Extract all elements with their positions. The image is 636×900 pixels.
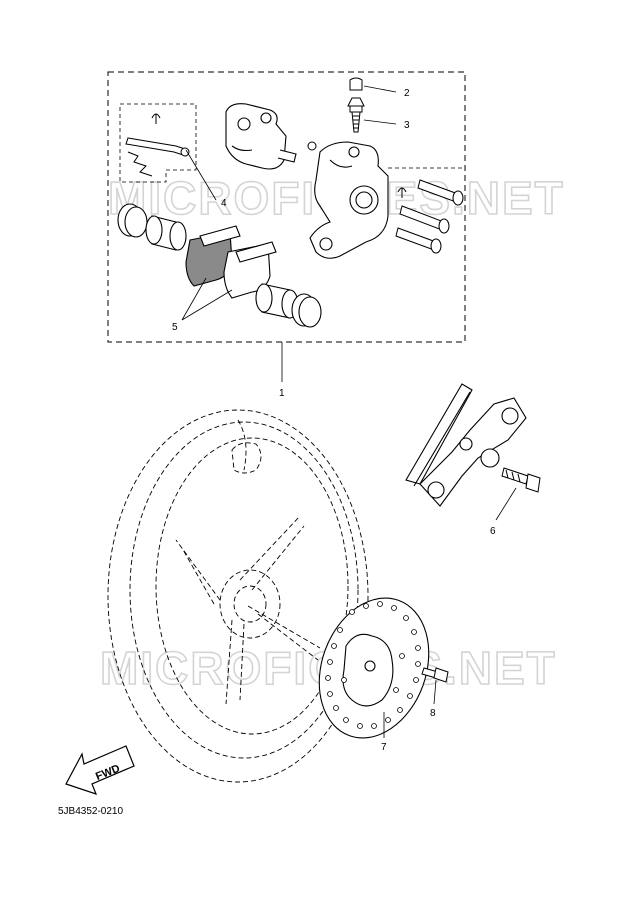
wheel bbox=[107, 409, 369, 783]
fork-mount-bolt bbox=[501, 467, 541, 493]
caliper-bracket bbox=[225, 103, 297, 170]
diagram-code: 5JB4352-0210 bbox=[58, 806, 124, 817]
callout-8: 8 bbox=[430, 708, 436, 719]
callout-3: 3 bbox=[404, 120, 410, 131]
brake-disc bbox=[318, 597, 430, 739]
disc-bolt bbox=[421, 667, 449, 683]
fork-leg bbox=[405, 383, 527, 507]
brake-pads bbox=[185, 225, 277, 299]
disc-holes bbox=[325, 601, 421, 729]
fwd-arrow-icon: FWD bbox=[65, 745, 135, 795]
pad-pin-and-spring bbox=[125, 113, 190, 177]
callout-1: 1 bbox=[279, 388, 285, 399]
pad-kit-box bbox=[119, 103, 197, 183]
caliper-body bbox=[309, 141, 389, 259]
callout-6: 6 bbox=[490, 526, 496, 537]
callout-2: 2 bbox=[404, 88, 410, 99]
bleed-screw bbox=[347, 77, 365, 133]
callout-7: 7 bbox=[381, 742, 387, 753]
caliper-assembly-box bbox=[107, 71, 466, 343]
caliper-bolts bbox=[395, 179, 464, 254]
callout-4: 4 bbox=[221, 198, 227, 209]
small-o-ring bbox=[307, 141, 317, 151]
piston-and-seals-left bbox=[117, 203, 187, 251]
callout-5: 5 bbox=[172, 322, 178, 333]
leader-lines-upper bbox=[181, 85, 397, 382]
leader-lines-lower bbox=[383, 487, 517, 738]
piston-and-seals-right bbox=[255, 283, 322, 328]
